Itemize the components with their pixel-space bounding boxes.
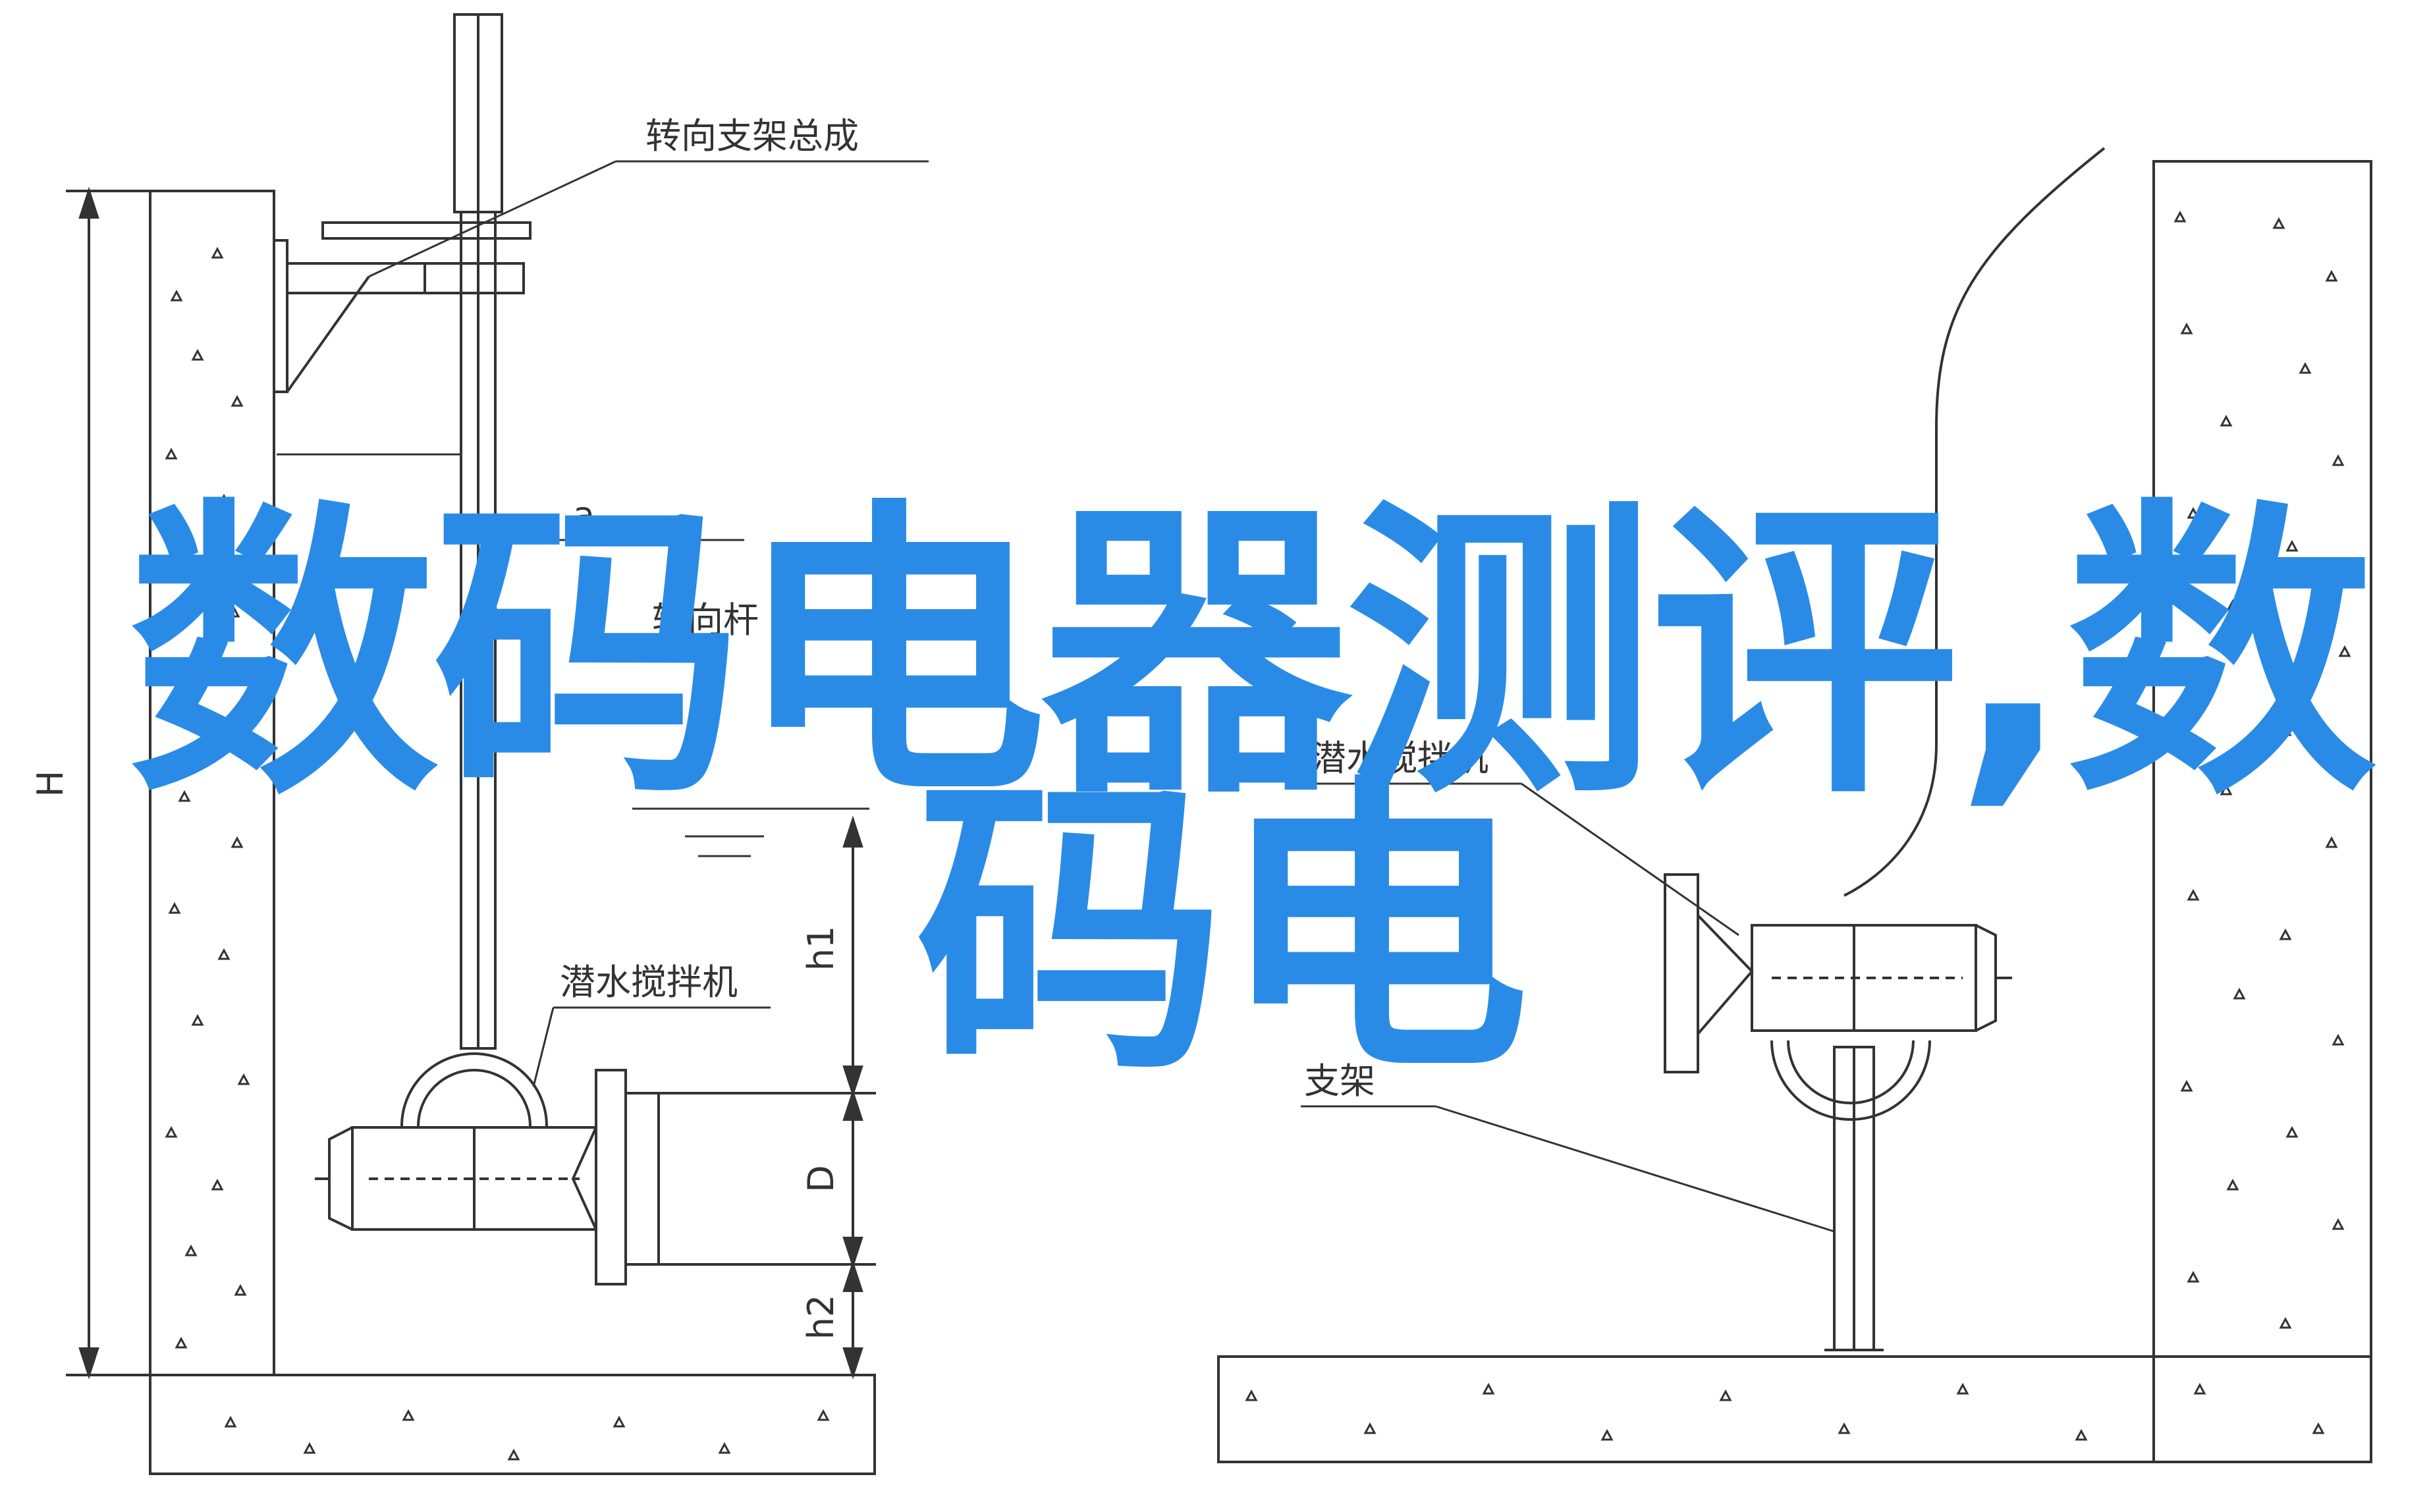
water-level-mark: [632, 807, 869, 857]
label-a: a: [573, 494, 595, 535]
label-h2: h2: [800, 1295, 842, 1340]
label-mixer-right: 潜水搅拌机: [1311, 738, 1488, 779]
left-wall-stipple: [165, 248, 829, 1461]
right-guide-curve: [1843, 147, 2106, 897]
right-mixer: [1664, 873, 2012, 1351]
wall-bracket: [273, 221, 532, 393]
right-wall-stipple: [1245, 211, 2351, 1441]
left-wall: [149, 190, 876, 1475]
label-h1: h1: [800, 926, 842, 971]
steering-rod: [453, 13, 503, 1050]
leader-mixer-right: [1311, 782, 1739, 936]
dimension-h1-D-h2: [817, 815, 876, 1380]
leader-bracket-assembly: [368, 160, 929, 278]
label-mixer-left: 潜水搅拌机: [560, 961, 738, 1003]
label-D: D: [800, 1165, 842, 1193]
right-wall: [1217, 160, 2372, 1463]
label-support: 支架: [1304, 1060, 1375, 1102]
leader-steering-rod: [277, 453, 744, 541]
dimension-H: [66, 186, 150, 1380]
label-b: b: [366, 705, 388, 746]
leader-support: [1301, 1105, 1835, 1233]
left-mixer: [315, 1047, 863, 1285]
label-steering-rod: 转向杆: [652, 599, 759, 641]
label-bracket-assembly: 转向支架总成: [645, 115, 859, 157]
leader-mixer-left: [532, 1006, 771, 1087]
label-H: H: [30, 770, 71, 797]
